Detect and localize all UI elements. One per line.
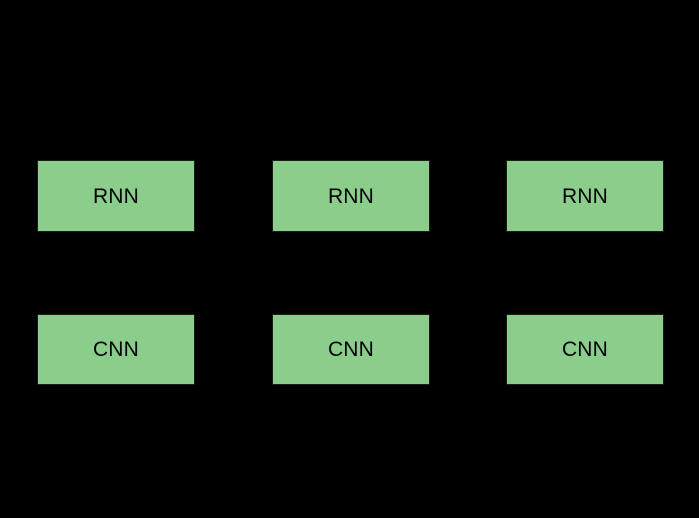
node-label: CNN xyxy=(327,338,375,361)
node-rnn-2[interactable]: RNN xyxy=(272,160,430,232)
node-rnn-3[interactable]: RNN xyxy=(506,160,664,232)
node-label: RNN xyxy=(561,184,609,208)
node-cnn-2[interactable]: CNN xyxy=(272,314,430,385)
node-cnn-3[interactable]: CNN xyxy=(506,314,664,385)
node-rnn-1[interactable]: RNN xyxy=(37,160,195,232)
node-label: CNN xyxy=(561,338,609,361)
node-label: RNN xyxy=(327,184,375,208)
node-label: RNN xyxy=(92,184,140,208)
node-label: CNN xyxy=(92,338,140,361)
node-cnn-1[interactable]: CNN xyxy=(37,314,195,385)
